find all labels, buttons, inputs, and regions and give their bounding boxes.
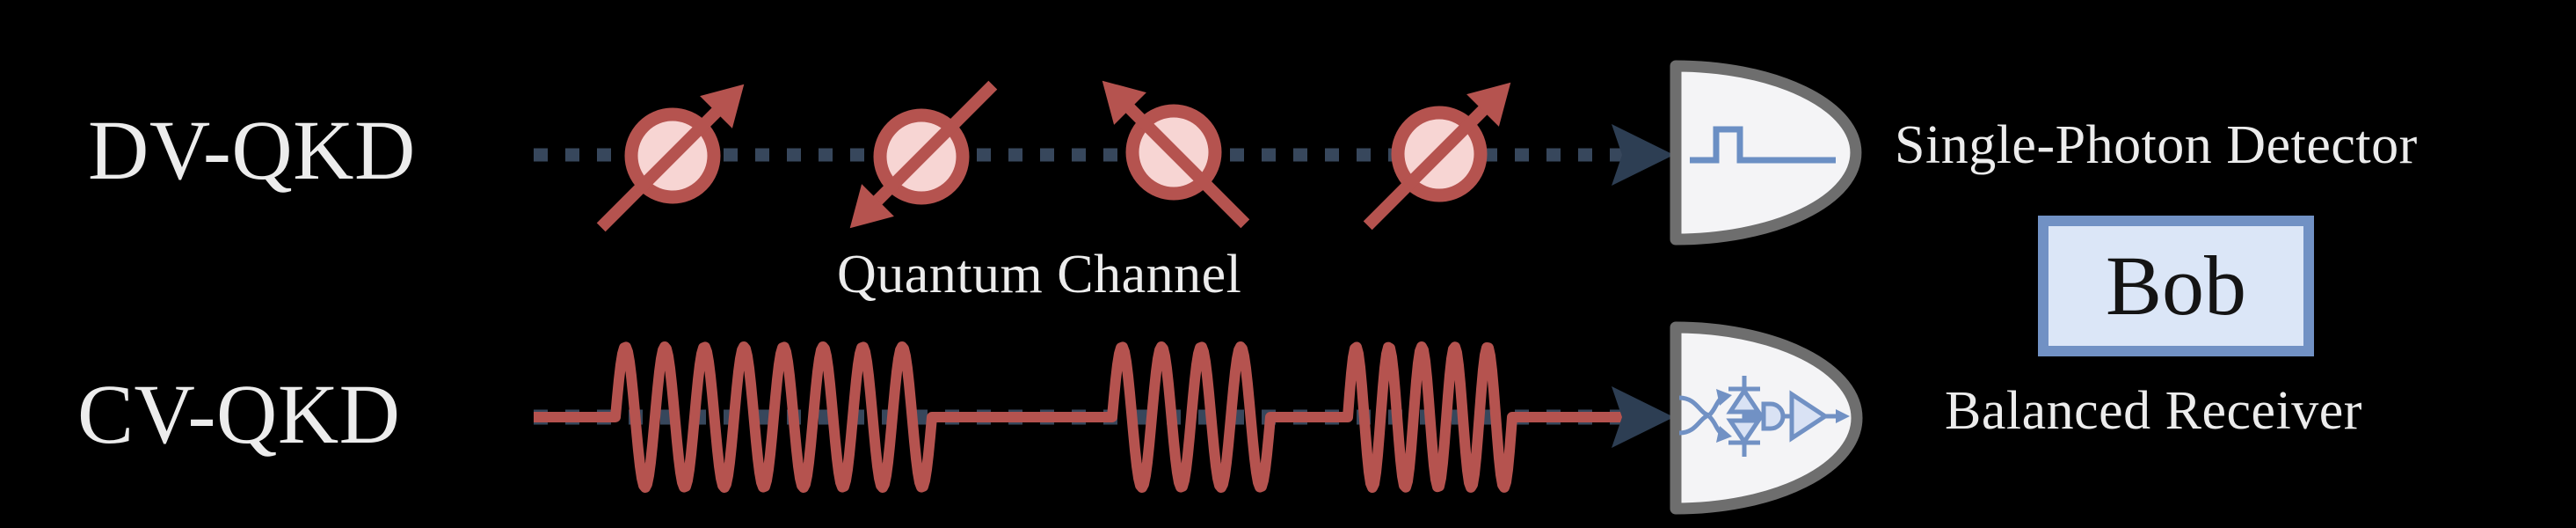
photon-qubit xyxy=(849,80,998,229)
balanced-receiver-label: Balanced Receiver xyxy=(1945,381,2362,441)
bob-label: Bob xyxy=(2105,238,2247,333)
photon-qubits-group xyxy=(596,80,1511,232)
cv-qkd-label: CV-QKD xyxy=(77,367,401,461)
photon-qubit xyxy=(1102,80,1250,229)
balanced-receiver-circuit-icon xyxy=(1678,376,1850,457)
dv-qkd-label: DV-QKD xyxy=(88,103,416,197)
photon-pulse-icon xyxy=(1690,126,1836,164)
single-photon-detector-shape xyxy=(1670,60,1862,246)
photon-qubit xyxy=(1363,82,1511,231)
photon-qubit xyxy=(596,84,745,232)
dv-beam-arrow-icon xyxy=(1612,124,1674,186)
cv-beam-arrow-icon xyxy=(1612,386,1674,448)
bob-box: Bob xyxy=(2038,216,2314,356)
cv-waveform-line xyxy=(534,341,1634,493)
single-photon-detector-label: Single-Photon Detector xyxy=(1895,115,2418,175)
quantum-channel-label: Quantum Channel xyxy=(837,245,1242,304)
